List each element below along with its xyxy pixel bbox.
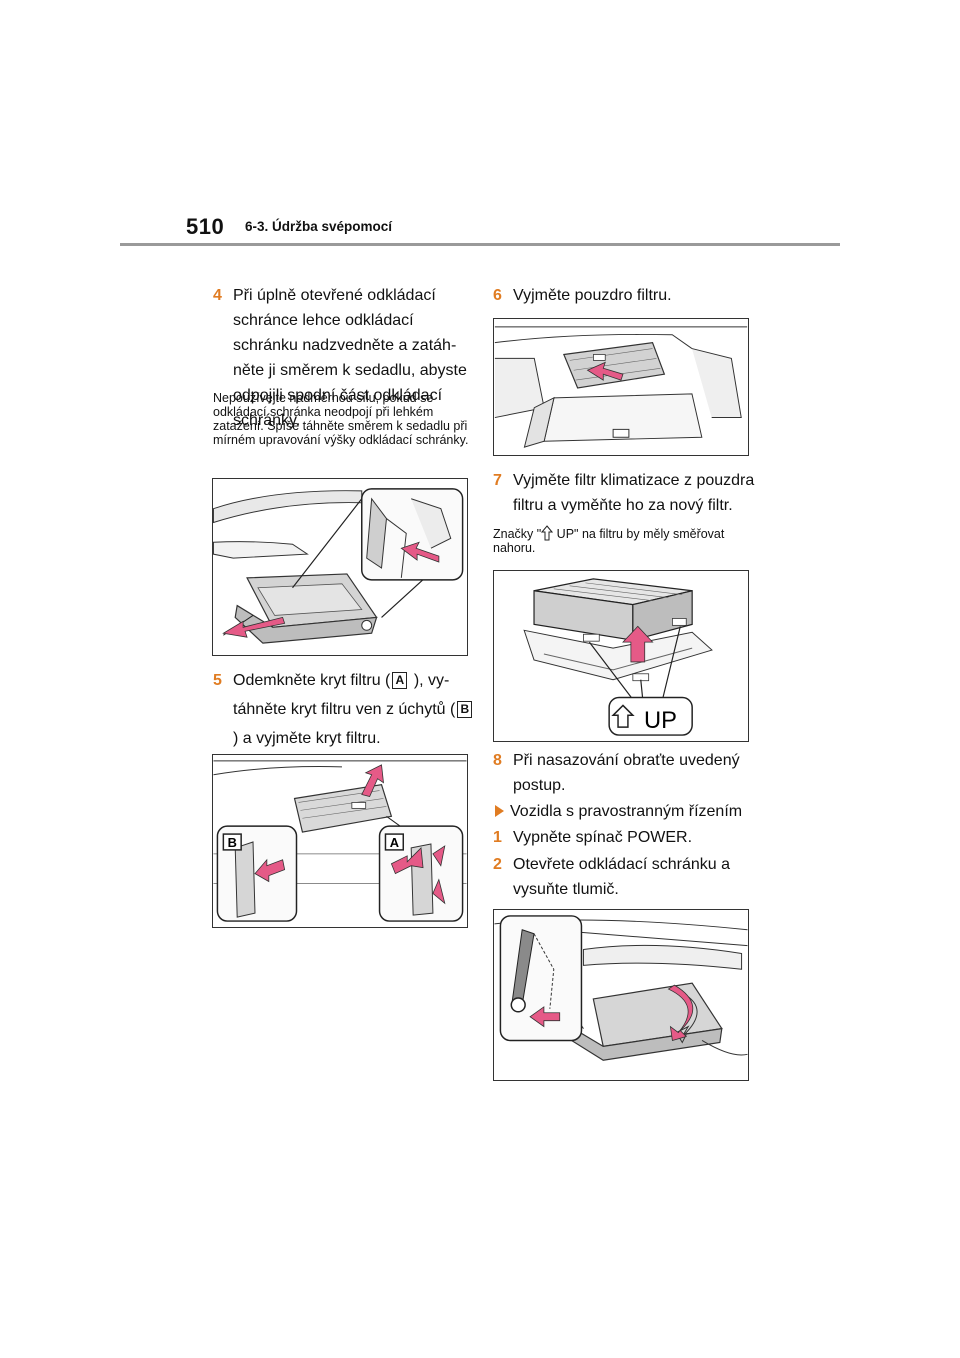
figure-filter-case [493, 318, 749, 456]
step-text: Vyjměte pouzdro filtru. [513, 287, 672, 304]
ac-filter-replace-illustration: UP [523, 578, 713, 736]
step-8: 8 Při nasazování obraťte uvedený postup. [493, 748, 755, 798]
filter-cover-illustration: B A [213, 760, 467, 922]
note-text-part2: UP" na filtru by měly směřo­vat nahoru. [493, 527, 725, 555]
rhd-step-2: 2 Otevřete odkládací schránku a vysuňte … [493, 852, 755, 902]
subheading-rhd: Vozidla s pravostranným řízením [510, 803, 743, 820]
step-text: Při nasazování obraťte uvedený postup. [513, 752, 740, 794]
step-number: 5 [213, 672, 222, 689]
step-text-part1: Odemkněte kryt filtru ( [233, 672, 391, 689]
step-6: 6 Vyjměte pouzdro filtru. [493, 283, 755, 308]
step-5: 5 Odemkněte kryt filtru (A ), vy­táhněte… [213, 666, 475, 753]
note-step-7: Značky " UP" na filtru by měly směřo­vat… [493, 525, 751, 555]
rhd-step-1: 1 Vypněte spínač POWER. [493, 825, 755, 850]
step-number: 4 [213, 287, 222, 304]
fig-label-b: B [228, 835, 237, 850]
header-rule [120, 243, 840, 246]
page-number: 510 [186, 214, 225, 239]
section-title: 6-3. Údržba svépomocí [245, 219, 393, 234]
figure-glovebox-damper [493, 909, 749, 1081]
figure-filter-cover: B A [212, 754, 468, 928]
up-arrow-icon [541, 525, 554, 541]
step-4: 4 Při úplně otevřené odkládací schránce … [213, 283, 475, 433]
step-text-part2: ), vy­táhněte kryt filtru ven z úchytů ( [233, 672, 456, 718]
step-number: 7 [493, 472, 502, 489]
step-text: Vyjměte filtr klimatizace z pouzd­ra fil… [513, 472, 755, 514]
step-number: 1 [493, 829, 502, 846]
step-text: Otevřete odkládací schránku a vysuňte tl… [513, 856, 731, 898]
step-text-part3: ) a vyjměte kryt filtru. [233, 730, 381, 747]
step-text: Vypněte spínač POWER. [513, 829, 693, 846]
step-number: 2 [493, 856, 502, 873]
step-number: 8 [493, 752, 502, 769]
note-text-part1: Značky " [493, 527, 542, 541]
label-a-box: A [392, 672, 408, 689]
subheading-triangle-icon [495, 805, 504, 817]
figure-glovebox-detach [212, 478, 468, 656]
note-step-4: Nepoužívejte nadměrnou sílu, pokud se od… [213, 391, 469, 447]
glovebox-damper-illustration [494, 915, 748, 1061]
step-number: 6 [493, 287, 502, 304]
filter-case-illustration [494, 326, 748, 448]
figure-ac-filter-replace: UP [493, 570, 749, 742]
step-7: 7 Vyjměte filtr klimatizace z pouzd­ra f… [493, 468, 755, 518]
step-text: Při úplně otevřené odkládací schránce le… [233, 287, 467, 429]
glovebox-detach-illustration [213, 488, 464, 644]
up-label: UP [644, 708, 677, 734]
fig-label-a: A [390, 835, 399, 850]
label-b-box: B [457, 701, 473, 718]
